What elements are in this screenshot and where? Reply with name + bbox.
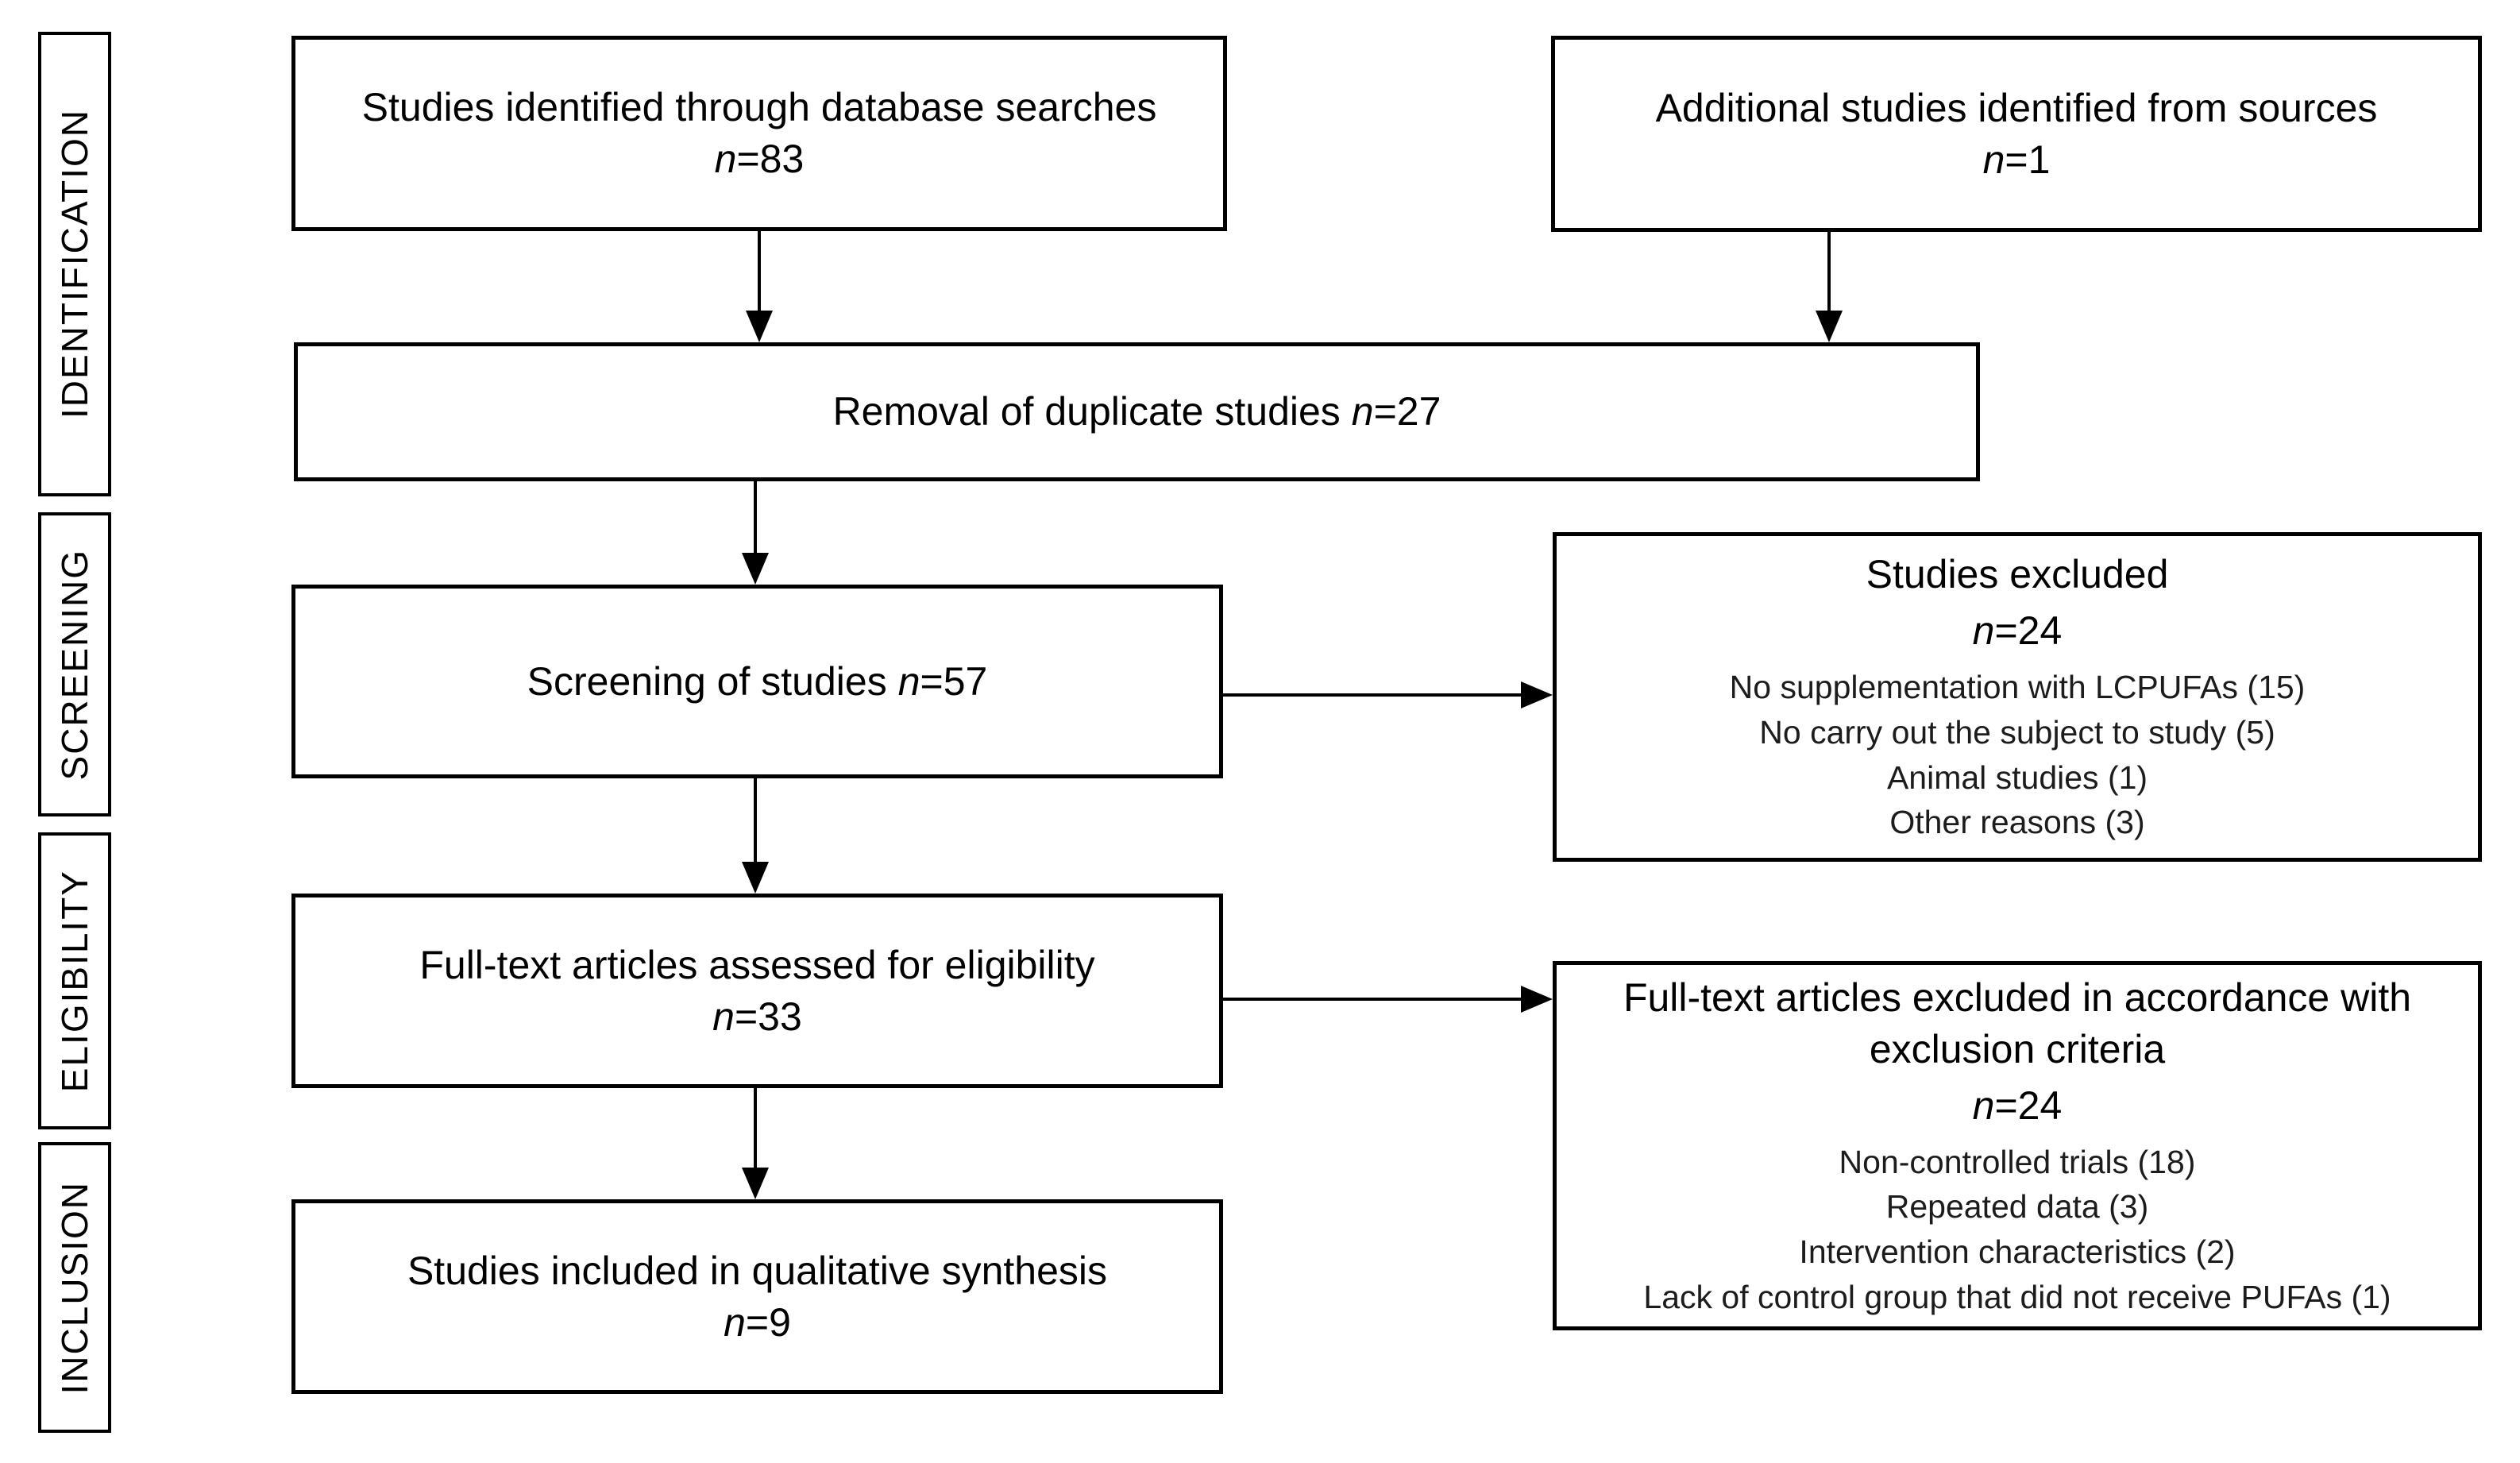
arrow-identified-to-duplicates — [746, 231, 773, 342]
box-fulltext-excluded: Full-text articles excluded in accordanc… — [1553, 961, 2482, 1330]
arrow-shaft — [754, 778, 757, 862]
arrow-head — [742, 1168, 769, 1199]
box-label: Screening of studies — [527, 658, 887, 704]
box-additional-studies-n: n=1 — [1983, 134, 2051, 186]
arrow-head — [1521, 681, 1553, 708]
n-value: =1 — [2005, 137, 2051, 182]
n-value: =24 — [1994, 1083, 2063, 1128]
n-symbol: n — [897, 658, 920, 704]
sidebar-box-screening: SCREENING — [38, 512, 111, 816]
n-value: =9 — [745, 1299, 791, 1345]
sidebar-label-eligibility: ELIGIBILITY — [54, 869, 95, 1093]
box-studies-excluded-title: Studies excluded — [1866, 552, 2169, 597]
box-studies-included: Studies included in qualitative synthesi… — [291, 1199, 1223, 1394]
arrow-shaft — [758, 231, 761, 311]
arrow-fulltext-to-excluded — [1223, 986, 1553, 1013]
arrow-additional-to-duplicates — [1816, 232, 1843, 342]
arrow-screening-to-excluded — [1223, 681, 1553, 708]
arrow-shaft — [754, 481, 757, 553]
sidebar-label-identification: IDENTIFICATION — [54, 109, 95, 419]
box-studies-excluded: Studies excluded n=24 No supplementation… — [1553, 532, 2482, 862]
n-symbol: n — [724, 1299, 746, 1345]
arrow-head — [742, 553, 769, 585]
excluded-item: No carry out the subject to study (5) — [1759, 713, 2275, 751]
n-symbol: n — [1972, 1083, 1995, 1128]
box-fulltext-excluded-n: n=24 — [1973, 1080, 2063, 1132]
excluded-item: Intervention characteristics (2) — [1799, 1233, 2236, 1270]
arrow-head — [1816, 311, 1843, 342]
box-additional-studies-text: Additional studies identified from sourc… — [1655, 85, 2378, 130]
sidebar-label-inclusion: INCLUSION — [54, 1180, 95, 1395]
box-fulltext-assessed: Full-text articles assessed for eligibil… — [291, 894, 1223, 1088]
box-studies-identified-n: n=83 — [715, 133, 805, 185]
arrow-shaft — [1827, 232, 1831, 311]
sidebar-box-inclusion: INCLUSION — [38, 1142, 111, 1433]
arrow-head — [746, 311, 773, 342]
excluded-item: Lack of control group that did not recei… — [1643, 1278, 2391, 1315]
n-value: =27 — [1373, 389, 1441, 434]
sidebar-label-screening: SCREENING — [54, 548, 95, 781]
arrow-shaft — [1223, 693, 1521, 697]
n-value: =33 — [734, 994, 802, 1039]
box-additional-studies: Additional studies identified from sourc… — [1551, 36, 2482, 232]
sidebar-box-eligibility: ELIGIBILITY — [38, 832, 111, 1129]
arrow-screening-to-fulltext — [742, 778, 769, 894]
box-studies-identified: Studies identified through database sear… — [291, 36, 1227, 231]
arrow-head — [742, 862, 769, 894]
sidebar-box-identification: IDENTIFICATION — [38, 32, 111, 496]
arrow-duplicates-to-screening — [742, 481, 769, 585]
excluded-item: Non-controlled trials (18) — [1839, 1143, 2196, 1180]
box-studies-included-n: n=9 — [724, 1297, 791, 1349]
excluded-item: Repeated data (3) — [1885, 1188, 2149, 1226]
n-symbol: n — [1982, 137, 2005, 182]
excluded-item: Other reasons (3) — [1889, 804, 2145, 841]
n-value: =24 — [1994, 608, 2063, 654]
n-value: =57 — [920, 658, 988, 704]
box-studies-identified-text: Studies identified through database sear… — [361, 85, 1157, 129]
n-value: =83 — [736, 137, 805, 181]
box-fulltext-assessed-text: Full-text articles assessed for eligibil… — [419, 942, 1095, 987]
n-symbol: n — [1972, 608, 1995, 654]
box-fulltext-excluded-title: Full-text articles excluded in accordanc… — [1623, 975, 2412, 1071]
excluded-item: Animal studies (1) — [1886, 759, 2148, 796]
arrow-shaft — [754, 1088, 757, 1168]
box-studies-included-text: Studies included in qualitative synthesi… — [407, 1248, 1108, 1293]
arrow-fulltext-to-included — [742, 1088, 769, 1199]
excluded-item: No supplementation with LCPUFAs (15) — [1729, 669, 2306, 706]
n-symbol: n — [1351, 389, 1374, 434]
box-label: Removal of duplicate studies — [832, 389, 1341, 434]
n-symbol: n — [712, 994, 735, 1039]
box-fulltext-assessed-n: n=33 — [712, 991, 802, 1043]
arrow-head — [1521, 986, 1553, 1013]
arrow-shaft — [1223, 998, 1521, 1001]
n-symbol: n — [714, 137, 737, 181]
box-studies-excluded-n: n=24 — [1973, 605, 2063, 657]
